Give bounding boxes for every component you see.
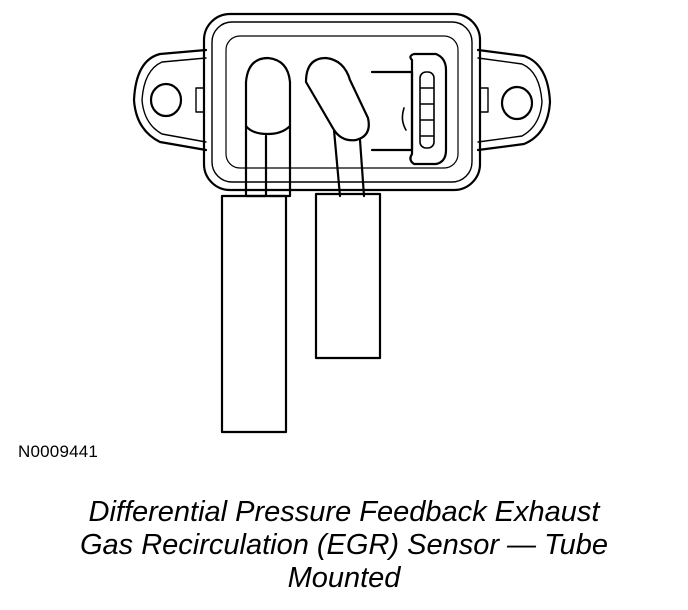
caption-line-3: Mounted (287, 562, 401, 594)
figure-caption: Differential Pressure Feedback Exhaust G… (0, 496, 688, 595)
figure-id: N0009441 (18, 442, 99, 461)
caption-line-1: Differential Pressure Feedback Exhaust (88, 496, 600, 528)
right-mounting-ear (476, 48, 552, 152)
left-mounting-hole (149, 82, 183, 118)
right-hose (314, 192, 382, 360)
left-hose (220, 194, 288, 434)
right-pressure-port (304, 56, 370, 198)
electrical-connector (370, 52, 448, 166)
caption-line-2: Gas Recirculation (EGR) Sensor — Tube (79, 529, 609, 561)
left-pressure-port (244, 56, 292, 198)
left-mounting-ear (132, 48, 208, 152)
right-mounting-hole (500, 85, 534, 121)
sensor-housing (195, 12, 489, 192)
